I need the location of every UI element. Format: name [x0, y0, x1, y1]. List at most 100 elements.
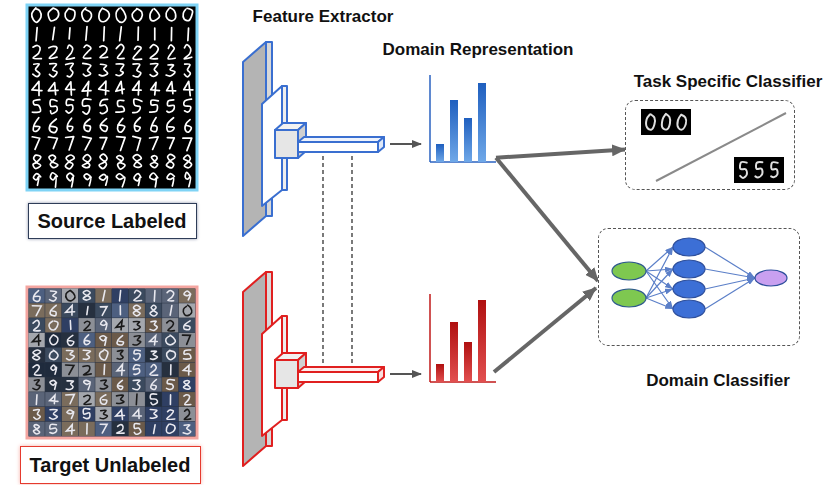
house-number-tile — [62, 303, 78, 317]
house-number-tile — [145, 303, 161, 317]
house-number-tile — [112, 333, 128, 347]
house-number-tile — [84, 321, 91, 330]
house-number-tile — [62, 333, 78, 347]
house-number-tile — [66, 350, 74, 359]
digit-stroke — [32, 100, 40, 113]
digit-stroke — [167, 82, 176, 94]
house-number-tile — [62, 422, 78, 436]
house-number-tile — [145, 333, 161, 347]
house-number-tile — [95, 377, 111, 391]
house-number-tile — [29, 348, 45, 362]
classifier-illustration — [626, 101, 796, 191]
house-number-tile — [100, 424, 107, 433]
house-number-tile — [45, 392, 61, 406]
digit-stroke — [132, 9, 142, 22]
target-dataset-box: Target Unlabeled — [20, 446, 201, 484]
house-number-tile — [45, 422, 61, 436]
house-number-tile — [112, 348, 128, 362]
digit-stroke — [33, 174, 40, 186]
house-number-tile — [29, 303, 45, 317]
house-number-tile — [184, 350, 191, 359]
digit-stroke — [151, 82, 160, 95]
digit-stroke — [100, 46, 108, 58]
house-number-tile — [179, 318, 195, 332]
house-number-tile — [29, 303, 45, 317]
digit-stroke — [49, 155, 58, 168]
house-number-tile — [150, 410, 157, 419]
house-number-tile — [133, 410, 141, 419]
house-number-tile — [62, 407, 78, 421]
house-number-tile — [62, 363, 78, 377]
house-number-tile — [67, 335, 73, 345]
house-number-tile — [154, 425, 156, 434]
house-number-tile — [167, 410, 175, 419]
house-number-tile — [145, 377, 161, 391]
house-number-tile — [129, 363, 145, 377]
house-number-tile — [79, 303, 95, 317]
house-number-tile — [145, 363, 161, 377]
feature-extractor-target — [378, 367, 384, 382]
house-number-tile — [145, 422, 161, 436]
house-number-tile — [136, 394, 138, 405]
house-number-tile — [62, 377, 78, 391]
digit-stroke — [133, 64, 141, 77]
house-number-tile — [50, 410, 58, 420]
house-number-tile — [129, 348, 145, 362]
house-number-tile — [162, 363, 178, 377]
house-number-tile — [62, 377, 78, 391]
house-number-tile — [62, 363, 78, 377]
digit-stroke — [185, 172, 190, 186]
digit-stroke — [168, 45, 175, 59]
house-number-tile — [29, 377, 45, 391]
house-number-tile — [103, 365, 105, 375]
house-number-tile — [79, 348, 95, 362]
house-number-tile — [162, 363, 178, 377]
house-number-tile — [79, 407, 95, 421]
target-feature-arrow — [494, 288, 596, 372]
house-number-tile — [112, 318, 128, 332]
house-number-tile — [79, 318, 95, 332]
house-number-tile — [112, 289, 128, 303]
digit-stroke — [83, 63, 91, 76]
house-number-tile — [129, 318, 145, 332]
house-number-tile — [62, 392, 78, 406]
house-number-tile — [162, 407, 178, 421]
house-number-tile — [66, 290, 75, 301]
neural-network-illustration — [646, 247, 673, 271]
digit-stroke — [83, 45, 91, 58]
digit-stroke — [167, 174, 174, 186]
house-number-tile — [79, 333, 95, 347]
house-number-tile — [84, 335, 90, 345]
digit-stroke — [150, 64, 158, 77]
digit-stroke — [184, 45, 192, 59]
house-number-tile — [183, 425, 191, 434]
house-number-tile — [117, 425, 125, 434]
house-number-tile — [167, 321, 175, 331]
digit-stroke — [117, 137, 125, 151]
representation-chart: Domain Representation — [428, 74, 496, 164]
house-number-tile — [145, 348, 161, 362]
feature-extractor-target — [275, 360, 298, 388]
digit-stroke — [171, 27, 173, 40]
house-number-tile — [179, 348, 195, 362]
shared-weights-line — [351, 156, 352, 366]
digit-stroke — [184, 155, 192, 168]
house-number-tile — [129, 377, 145, 391]
neural-network-illustration — [599, 229, 801, 347]
house-number-tile — [129, 348, 145, 362]
digit-stroke — [82, 155, 91, 168]
feature-extractor-target — [298, 367, 384, 372]
feature-extractor-source — [275, 130, 298, 158]
house-number-tile — [179, 289, 195, 303]
digit-stroke — [66, 99, 74, 113]
house-number-tile — [95, 333, 111, 347]
digit-stroke — [66, 137, 74, 150]
digit-stroke — [184, 99, 192, 112]
feature-extractor-target — [298, 372, 378, 382]
bar — [450, 100, 458, 162]
house-number-tile — [95, 303, 111, 317]
house-number-tile — [95, 363, 111, 377]
house-number-tile — [162, 289, 178, 303]
neural-network-illustration — [705, 278, 755, 309]
section-label: Feature Extractor — [253, 7, 394, 27]
